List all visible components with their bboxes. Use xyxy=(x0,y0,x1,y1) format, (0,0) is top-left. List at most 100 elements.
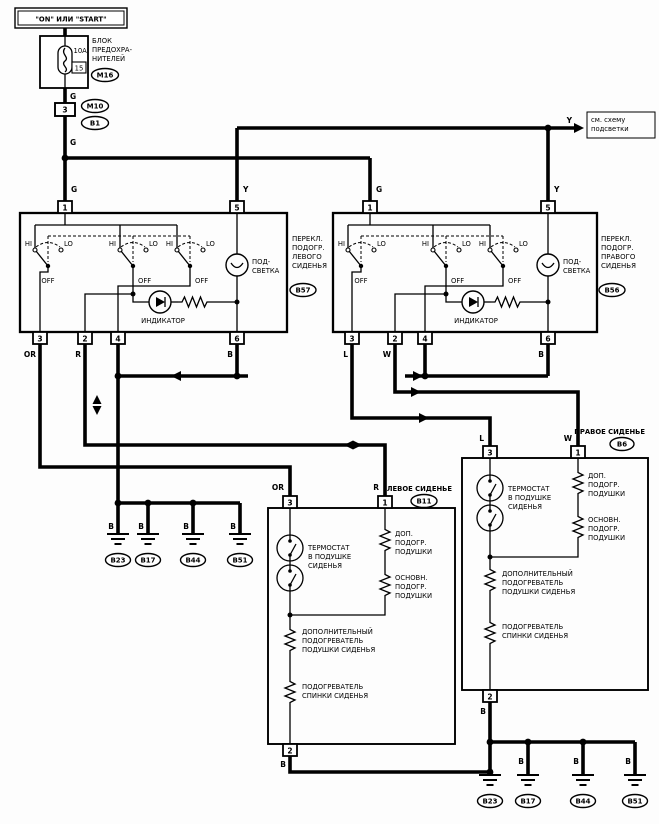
component-label: ПОДУШКИ xyxy=(588,534,625,542)
wire-color-label: G xyxy=(70,138,76,147)
pin-number: 6 xyxy=(234,335,239,344)
wire-color-label: Y xyxy=(242,185,249,194)
wire-color-label: B xyxy=(108,522,114,531)
connector-id: B17 xyxy=(140,557,155,565)
thermostat-icon xyxy=(476,504,504,532)
junction-dot xyxy=(524,738,532,746)
wire-color-label: L xyxy=(343,350,348,359)
wire-color-label: R xyxy=(75,350,81,359)
seat-title: ЛЕВОЕ СИДЕНЬЕ xyxy=(387,485,452,493)
switch-pos-label: LO xyxy=(64,240,73,248)
component-label: ПОДУШКИ xyxy=(588,490,625,498)
junction-dot xyxy=(579,738,587,746)
component-label: ПОДОГРЕВАТЕЛЬ xyxy=(502,579,564,587)
thermostat-icon xyxy=(276,534,304,562)
wire-color-label: B xyxy=(230,522,236,531)
ground-icon xyxy=(623,774,647,786)
harness-wiring xyxy=(38,28,637,775)
pin-number: 2 xyxy=(82,335,87,344)
switch-pos-label: HI xyxy=(25,240,32,248)
ground-connector-oval xyxy=(134,552,162,568)
switch-title: ЛЕВОГО xyxy=(292,253,322,261)
ground-connector-oval xyxy=(104,552,132,568)
junction-dot xyxy=(234,299,240,305)
wire-color-label: Y xyxy=(566,116,573,125)
pin-number: 3 xyxy=(287,499,292,508)
right-seat: ПРАВОЕ СИДЕНЬЕ B6 L W ТЕРМОСТАТ В ПОДУШК… xyxy=(461,428,649,716)
resistor-icon xyxy=(490,296,526,308)
connector-id: M10 xyxy=(87,103,104,111)
connector-id: B11 xyxy=(416,498,431,506)
ground-icon xyxy=(571,774,595,786)
illumination-label: ПОД- xyxy=(563,258,582,266)
continuation-arrow-icon xyxy=(413,371,423,381)
fuse-block-label: ПРЕДОХРА- xyxy=(92,46,133,54)
indicator-led-icon xyxy=(461,290,485,314)
wire-color-label: B xyxy=(538,350,544,359)
ground-icon xyxy=(478,774,502,786)
switch-pos-label: LO xyxy=(462,240,471,248)
connector-id: B23 xyxy=(110,557,125,565)
switch-title: ПОДОГР. xyxy=(601,244,633,252)
left-heater-switch: HI LO HI LO HI LO OFF OFF OFF ИНДИКАТОР … xyxy=(18,200,327,359)
wire-color-label: B xyxy=(227,350,233,359)
ground-icon xyxy=(136,533,160,545)
junction-dot xyxy=(114,499,122,507)
component-label: ПОДОГРЕВАТЕЛЬ xyxy=(302,637,364,645)
illumination-label: СВЕТКА xyxy=(252,267,280,275)
junction-dot xyxy=(443,291,449,297)
connector-id: B51 xyxy=(232,557,247,565)
component-label: СПИНКИ СИДЕНЬЯ xyxy=(502,632,568,640)
wire-color-label: G xyxy=(70,92,76,101)
pin-number: 3 xyxy=(349,335,354,344)
wire-color-label: G xyxy=(376,185,382,194)
switch-title: ПОДОГР. xyxy=(292,244,324,252)
continuation-arrow-icon xyxy=(92,395,102,404)
resistor-icon xyxy=(484,564,496,596)
pin-number: 5 xyxy=(234,204,239,213)
pin-number: 4 xyxy=(422,335,427,344)
pin-number: 6 xyxy=(545,335,550,344)
illumination-bulb-icon xyxy=(225,253,249,277)
wire-color-label: OR xyxy=(24,350,36,359)
junction-dot xyxy=(233,372,241,380)
continuation-arrow-icon xyxy=(344,440,353,450)
component-label: ТЕРМОСТАТ xyxy=(307,544,350,552)
switch-title: СИДЕНЬЯ xyxy=(292,262,327,270)
component-label: ПОДУШКИ xyxy=(395,548,432,556)
left-seat: ЛЕВОЕ СИДЕНЬЕ B11 OR R ТЕРМОСТАТ В ПОДУШ… xyxy=(267,483,456,769)
pin-number: 3 xyxy=(487,449,492,458)
junction-dot xyxy=(545,299,551,305)
resistor-icon xyxy=(284,676,296,708)
power-feed: "ON" ИЛИ "START" 10A 15 БЛОК ПРЕДОХРА- Н… xyxy=(14,7,382,194)
pin-number: 3 xyxy=(37,335,42,344)
connector-oval-m10 xyxy=(80,98,110,114)
ground-icon xyxy=(106,533,130,545)
junction-dot xyxy=(486,768,494,776)
switch-pos-label: LO xyxy=(206,240,215,248)
see-illumination-note: см. схему xyxy=(591,116,625,124)
component-label: СПИНКИ СИДЕНЬЯ xyxy=(302,692,368,700)
wire-color-label: B xyxy=(518,757,524,766)
switch-pos-label: OFF xyxy=(195,277,208,285)
fuse-icon xyxy=(57,45,73,75)
connector-id: B57 xyxy=(295,287,310,295)
pin-number: 1 xyxy=(62,204,67,213)
resistor-icon xyxy=(572,511,584,543)
continuation-arrow-icon xyxy=(419,413,429,423)
component-label: ДОП. xyxy=(395,530,413,538)
component-label: ТЕРМОСТАТ xyxy=(507,485,550,493)
junction-dot xyxy=(61,154,69,162)
ground-connector-oval xyxy=(621,793,649,809)
connector-id: B17 xyxy=(520,798,535,806)
component-label: СИДЕНЬЯ xyxy=(508,503,542,511)
wire-color-label: B xyxy=(573,757,579,766)
ignition-source-label: "ON" ИЛИ "START" xyxy=(35,16,106,24)
resistor-icon xyxy=(379,524,391,556)
wire-color-label: R xyxy=(373,483,379,492)
ground-connector-oval xyxy=(226,552,254,568)
connector-oval-b1 xyxy=(80,115,110,131)
resistor-icon xyxy=(379,569,391,601)
